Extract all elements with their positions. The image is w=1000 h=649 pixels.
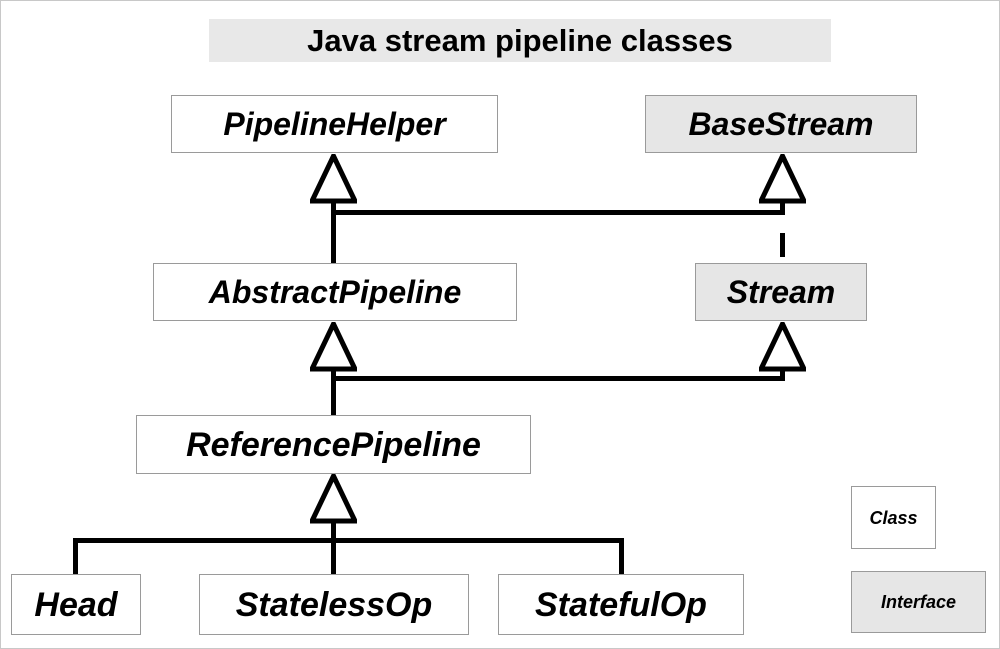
- edge-abstractpipeline-basestream-bar: [331, 210, 785, 215]
- page-title: Java stream pipeline classes: [307, 22, 733, 58]
- edge-abstractpipeline-basestream-riser: [780, 201, 785, 215]
- edge-statefulop-riser: [619, 538, 624, 576]
- edge-stream-basestream-dashed: [780, 233, 785, 257]
- legend-interface-swatch: Interface: [851, 571, 986, 633]
- diagram-title-banner: Java stream pipeline classes: [209, 19, 831, 62]
- node-basestream[interactable]: BaseStream: [645, 95, 917, 153]
- generalization-arrow-abstractpipeline: [310, 322, 357, 372]
- node-label-head: Head: [34, 585, 118, 624]
- node-abstractpipeline[interactable]: AbstractPipeline: [153, 263, 517, 321]
- generalization-arrow-stream: [759, 322, 806, 372]
- node-referencepipeline[interactable]: ReferencePipeline: [136, 415, 531, 474]
- edge-referencepipeline-abstractpipeline-stem: [331, 369, 336, 417]
- edge-head-riser: [73, 538, 78, 576]
- node-label-basestream: BaseStream: [688, 106, 874, 142]
- edge-subclasses-bar: [73, 538, 624, 543]
- legend-class-swatch: Class: [851, 486, 936, 549]
- node-statefulop[interactable]: StatefulOp: [498, 574, 744, 635]
- node-label-stream: Stream: [726, 274, 836, 310]
- node-label-statefulop: StatefulOp: [535, 585, 707, 624]
- node-stream[interactable]: Stream: [695, 263, 867, 321]
- legend-interface-label: Interface: [880, 592, 957, 612]
- edge-subclasses-stem: [331, 520, 336, 576]
- generalization-arrow-pipelinehelper: [310, 154, 357, 204]
- node-label-referencepipeline: ReferencePipeline: [186, 425, 481, 464]
- node-label-statelessop: StatelessOp: [235, 585, 433, 624]
- generalization-arrow-referencepipeline: [310, 474, 357, 524]
- generalization-arrow-basestream: [759, 154, 806, 204]
- node-head[interactable]: Head: [11, 574, 141, 635]
- edge-referencepipeline-stream-bar: [331, 376, 785, 381]
- node-label-abstractpipeline: AbstractPipeline: [208, 274, 462, 310]
- node-statelessop[interactable]: StatelessOp: [199, 574, 469, 635]
- edge-referencepipeline-stream-riser: [780, 367, 785, 381]
- node-label-pipelinehelper: PipelineHelper: [223, 106, 446, 142]
- edge-abstractpipeline-pipelinehelper-stem: [331, 201, 336, 265]
- legend-class-label: Class: [869, 507, 918, 528]
- node-pipelinehelper[interactable]: PipelineHelper: [171, 95, 498, 153]
